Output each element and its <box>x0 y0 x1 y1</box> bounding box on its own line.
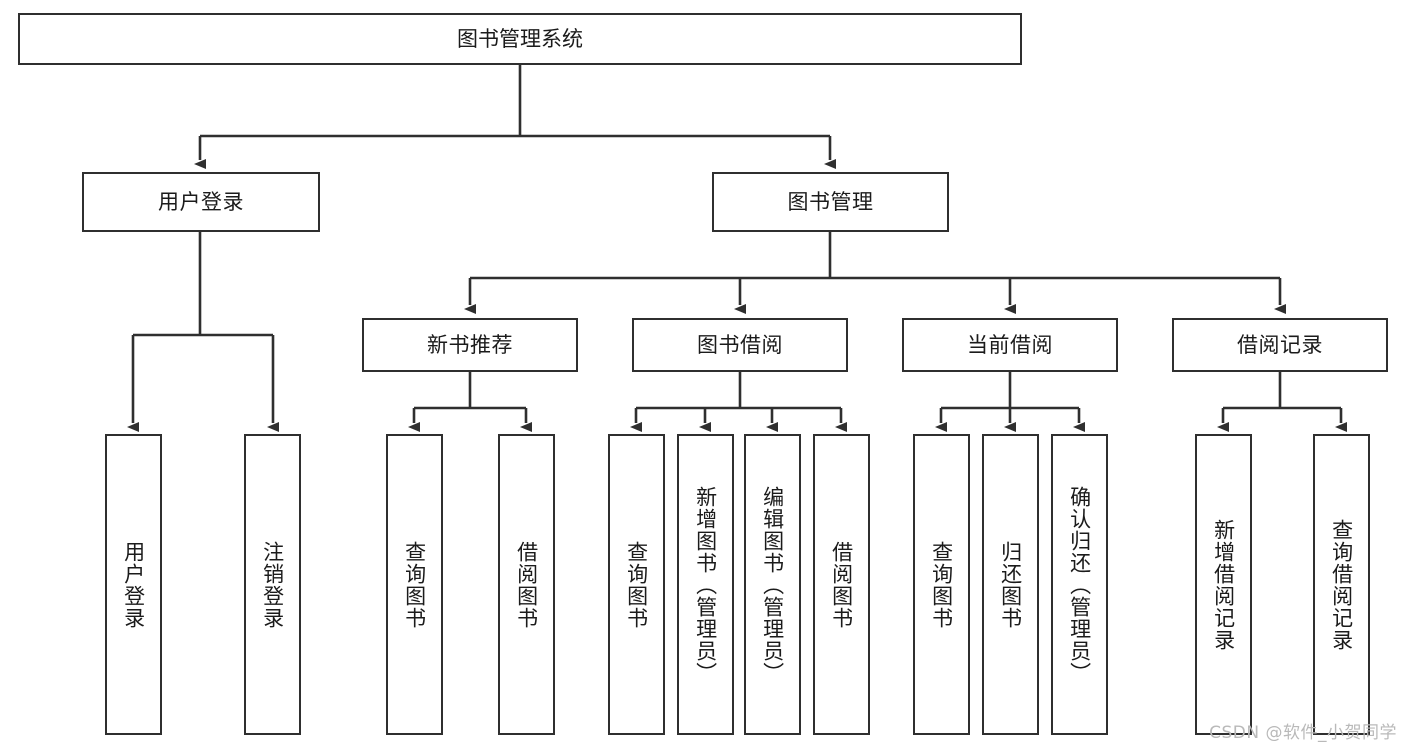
leaf-borrow-borrow-book[interactable]: 借阅图书 <box>813 434 870 735</box>
leaf-label: 借阅图书 <box>829 540 854 629</box>
node-user-login-label: 用户登录 <box>158 189 244 214</box>
leaf-borrow-query-book[interactable]: 查询图书 <box>608 434 665 735</box>
leaf-user-login-signout[interactable]: 注销登录 <box>244 434 301 735</box>
node-new-book-recommend[interactable]: 新书推荐 <box>362 318 578 372</box>
node-book-management-label: 图书管理 <box>787 189 874 214</box>
leaf-label: 查询图书 <box>402 540 427 629</box>
leaf-current-query-book[interactable]: 查询图书 <box>913 434 970 735</box>
leaf-label: 查询借阅记录 <box>1329 518 1354 651</box>
leaf-record-query[interactable]: 查询借阅记录 <box>1313 434 1370 735</box>
node-user-login[interactable]: 用户登录 <box>82 172 320 232</box>
leaf-user-login-signin[interactable]: 用户登录 <box>105 434 162 735</box>
leaf-borrow-edit-book-admin[interactable]: 编辑图书（管理员） <box>744 434 801 735</box>
leaf-record-add[interactable]: 新增借阅记录 <box>1195 434 1252 735</box>
node-current-borrow[interactable]: 当前借阅 <box>902 318 1118 372</box>
leaf-new-book-query[interactable]: 查询图书 <box>386 434 443 735</box>
node-root-system[interactable]: 图书管理系统 <box>18 13 1022 65</box>
node-borrow-record-label: 借阅记录 <box>1237 332 1323 357</box>
leaf-label: 新增图书（管理员） <box>693 485 718 684</box>
leaf-label: 编辑图书（管理员） <box>760 485 785 684</box>
leaf-label: 新增借阅记录 <box>1211 518 1236 651</box>
leaf-label: 用户登录 <box>121 540 146 629</box>
node-borrow-record[interactable]: 借阅记录 <box>1172 318 1388 372</box>
watermark: CSDN @软件_小贺同学 <box>1209 723 1397 743</box>
leaf-label: 注销登录 <box>260 540 285 629</box>
node-root-label: 图书管理系统 <box>457 26 583 51</box>
leaf-current-confirm-return-admin[interactable]: 确认归还（管理员） <box>1051 434 1108 735</box>
leaf-label: 借阅图书 <box>514 540 539 629</box>
leaf-label: 查询图书 <box>624 540 649 629</box>
node-book-management[interactable]: 图书管理 <box>712 172 949 232</box>
leaf-label: 查询图书 <box>929 540 954 629</box>
leaf-label: 归还图书 <box>998 540 1023 629</box>
node-book-borrow[interactable]: 图书借阅 <box>632 318 848 372</box>
leaf-borrow-add-book-admin[interactable]: 新增图书（管理员） <box>677 434 734 735</box>
leaf-current-return-book[interactable]: 归还图书 <box>982 434 1039 735</box>
node-new-book-recommend-label: 新书推荐 <box>427 332 513 357</box>
node-current-borrow-label: 当前借阅 <box>967 332 1053 357</box>
leaf-label: 确认归还（管理员） <box>1067 485 1092 684</box>
leaf-new-book-borrow[interactable]: 借阅图书 <box>498 434 555 735</box>
node-book-borrow-label: 图书借阅 <box>697 332 783 357</box>
